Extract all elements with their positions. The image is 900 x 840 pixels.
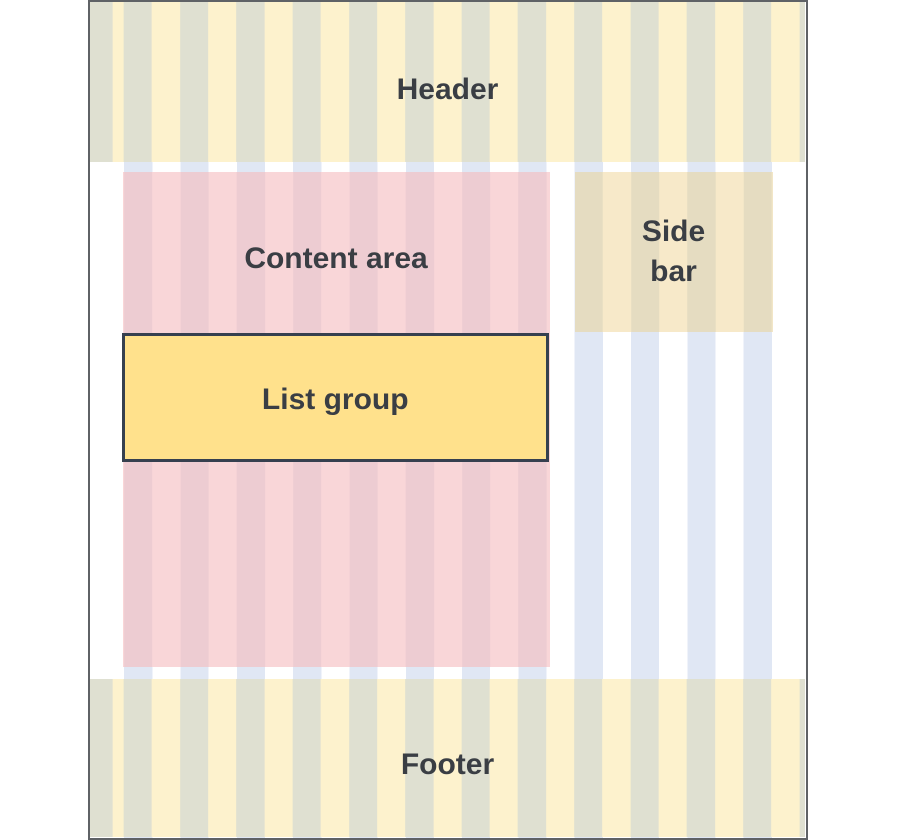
diagram-frame: Header Content area List group Side bar … <box>88 0 808 840</box>
header-label: Header <box>396 73 499 106</box>
content-area-label: Content area <box>244 242 428 275</box>
list-group-box: List group <box>122 332 549 462</box>
list-group-label: List group <box>261 383 409 417</box>
sidebar-region: Side bar <box>574 172 773 332</box>
footer-label: Footer <box>400 747 495 781</box>
sidebar-label: Side bar <box>641 214 706 288</box>
header-region: Header <box>90 2 805 162</box>
footer-region: Footer <box>90 678 805 837</box>
